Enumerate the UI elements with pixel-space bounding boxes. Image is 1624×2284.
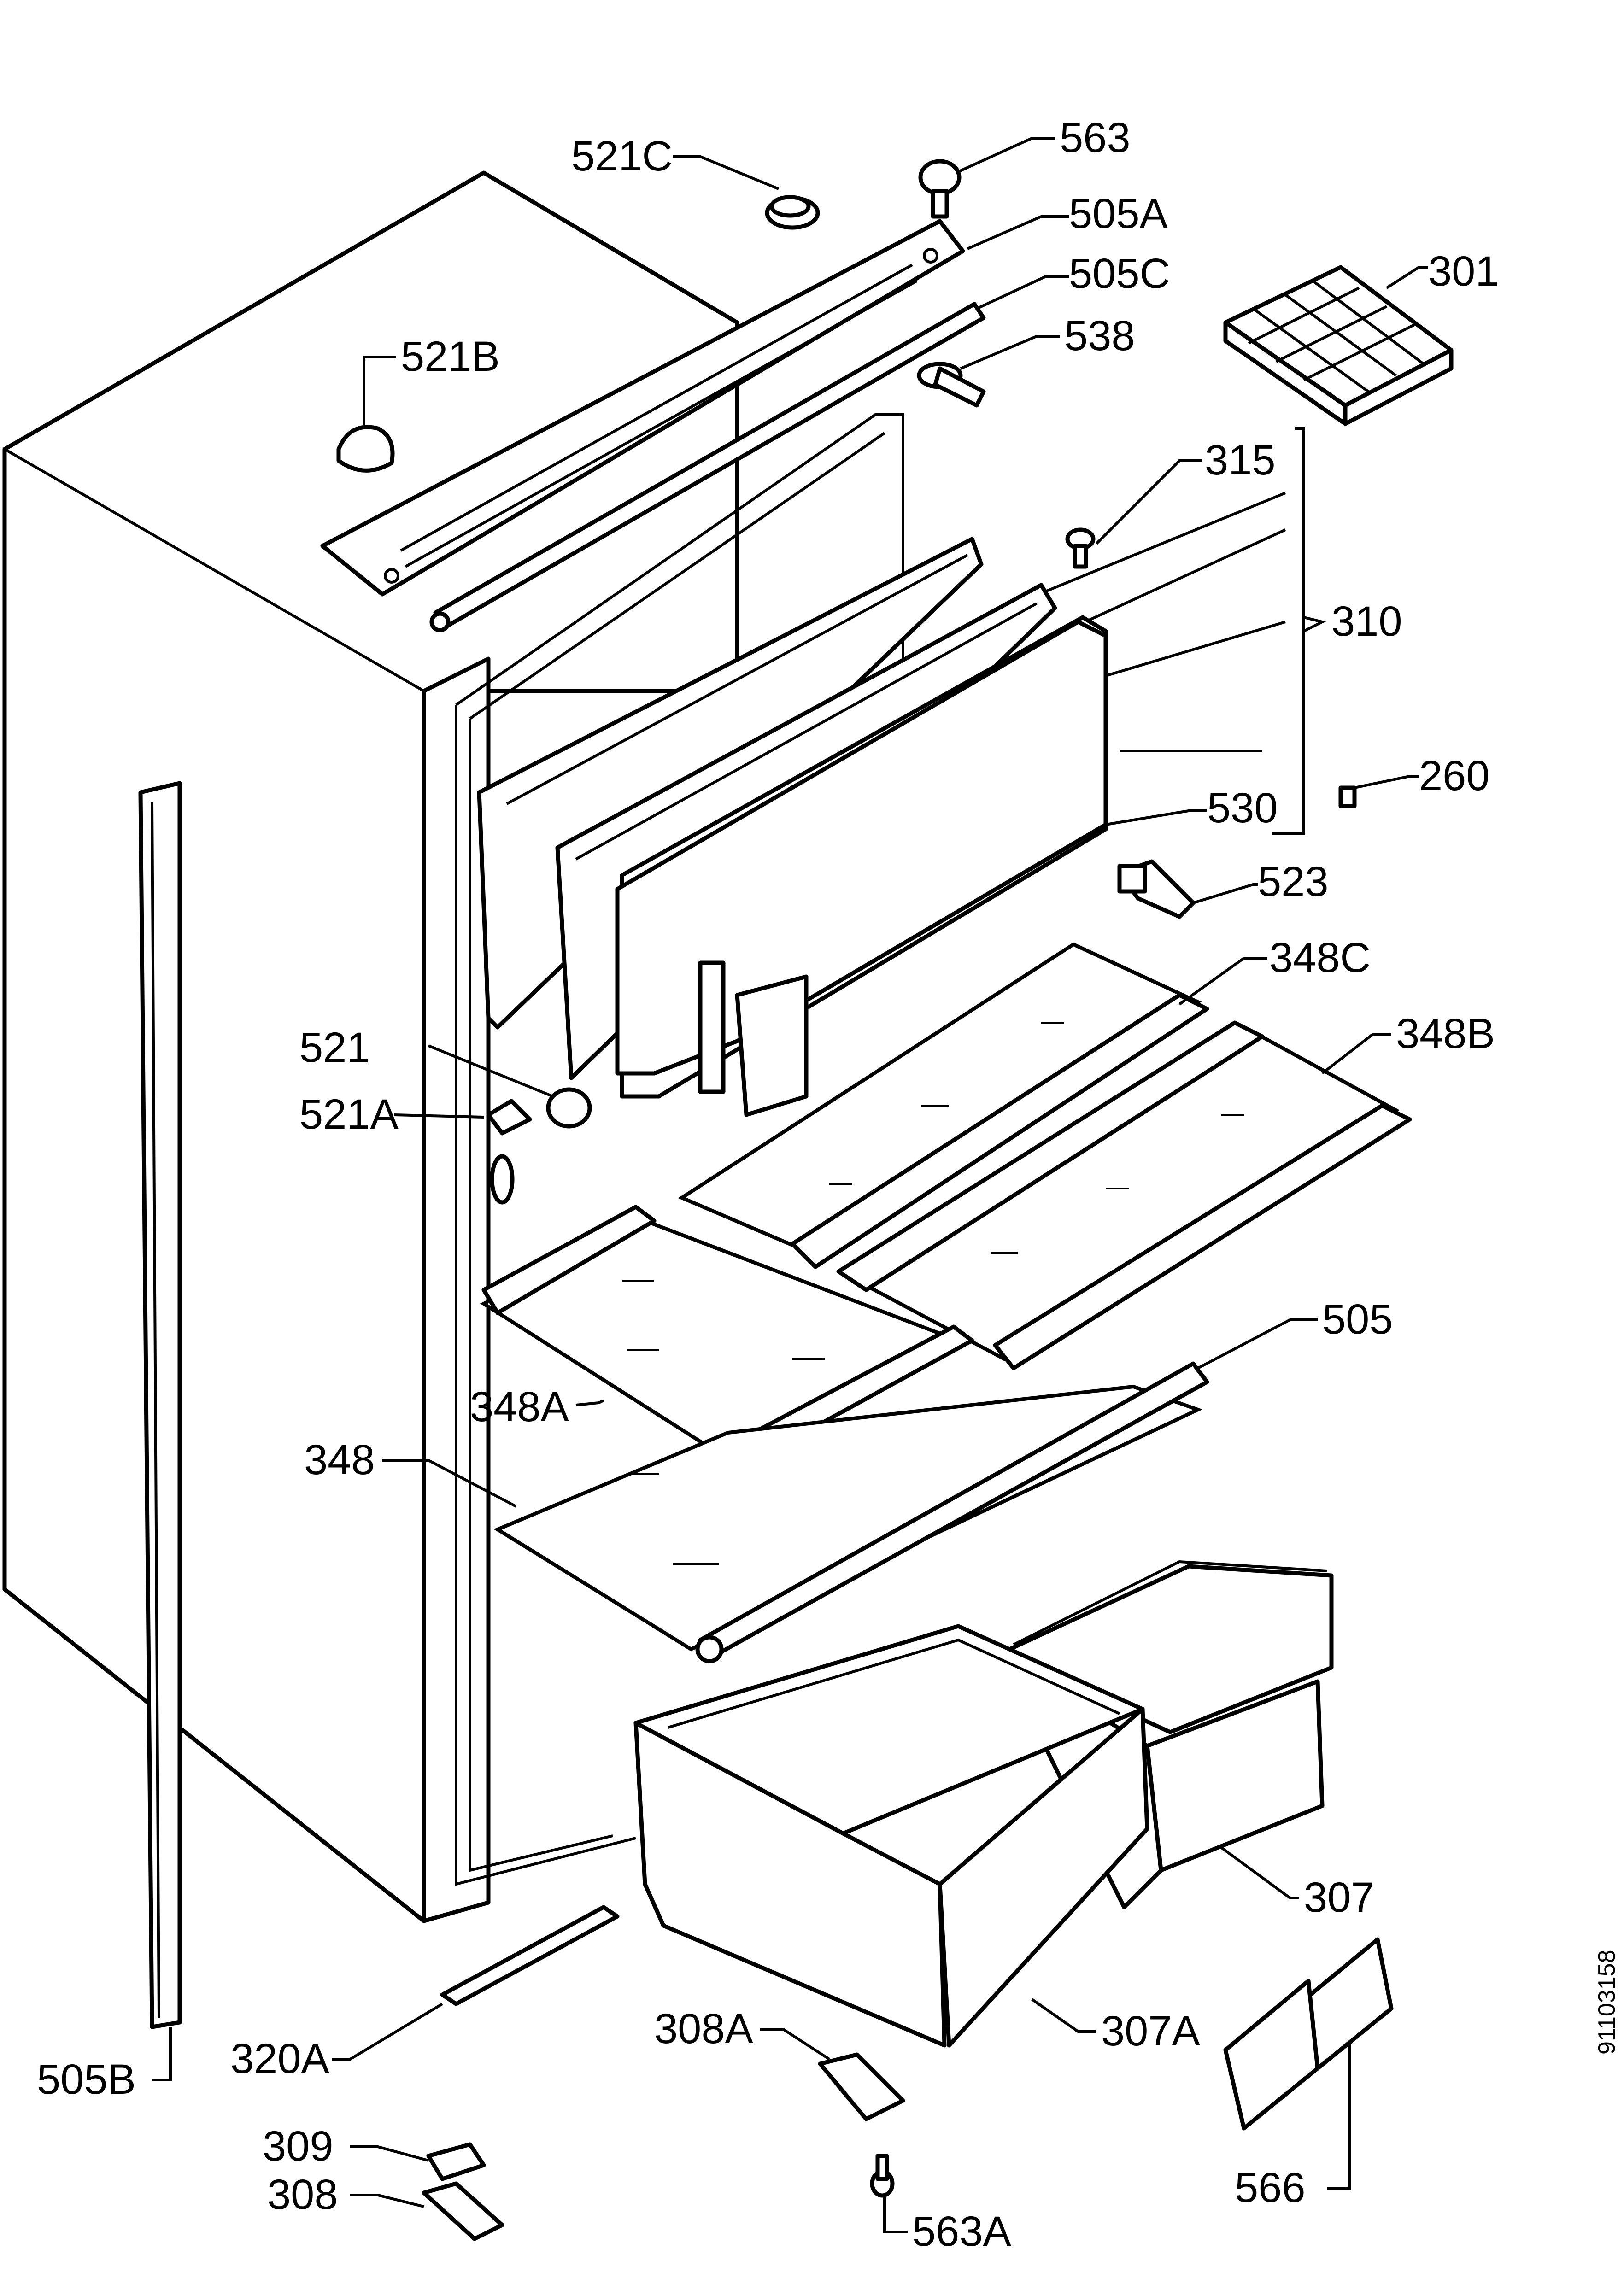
document-number: 91103158: [1594, 1950, 1620, 2055]
label-521A: 521A: [299, 1091, 399, 1138]
label-538: 538: [1064, 312, 1135, 359]
label-307A: 307A: [1101, 2008, 1200, 2055]
label-523: 523: [1258, 858, 1329, 905]
part-563A-screw: [870, 2154, 908, 2233]
label-308A: 308A: [654, 2005, 753, 2052]
callout-labels: 521C 563 505A 505C 301 521B 538 315 310 …: [37, 114, 1499, 2255]
label-315: 315: [1205, 437, 1276, 484]
label-320A: 320A: [230, 2035, 329, 2082]
part-320A-rail: [332, 1905, 620, 2061]
label-521: 521: [299, 1024, 370, 1071]
label-563: 563: [1060, 114, 1131, 161]
part-505A-top-trim: [320, 215, 1069, 597]
part-308-bracket: [350, 2181, 504, 2241]
label-521B: 521B: [401, 333, 500, 380]
label-566: 566: [1235, 2164, 1306, 2211]
part-523-holder: [1117, 859, 1258, 919]
part-521A-fastener: [393, 1099, 532, 1205]
part-563-screw: [918, 137, 1055, 219]
part-505C-top-seal: [429, 275, 1069, 632]
cabinet-body: [2, 170, 904, 1923]
part-307A-vegetable-crisper: [633, 1624, 1149, 2048]
label-505B: 505B: [37, 2056, 136, 2103]
part-566-ice-scraper: [1223, 1937, 1394, 2190]
part-505-seal-rail: [695, 1318, 1318, 1663]
label-308: 308: [267, 2171, 338, 2218]
label-309: 309: [263, 2123, 334, 2170]
label-505: 505: [1322, 1296, 1393, 1343]
label-260: 260: [1419, 752, 1490, 799]
part-348C-glass-shelf: [678, 942, 1267, 1269]
part-538-hinge: [917, 335, 1060, 408]
part-521C-cap: [673, 155, 820, 230]
label-521C: 521C: [571, 133, 673, 180]
part-521-knob: [428, 1044, 592, 1129]
part-260-clip: [1338, 775, 1419, 808]
label-563A: 563A: [912, 2208, 1011, 2255]
label-301: 301: [1428, 248, 1499, 295]
label-348C: 348C: [1269, 934, 1371, 981]
part-310-freezer-door-assembly-bracket: [1026, 427, 1326, 835]
part-348B-glass-shelf: [836, 1020, 1412, 1370]
label-348: 348: [304, 1436, 375, 1483]
part-308A-bracket: [760, 2028, 905, 2121]
part-521B-cap: [336, 356, 396, 473]
part-309-block: [350, 2142, 486, 2181]
part-315-screw: [1065, 459, 1202, 569]
label-505C: 505C: [1069, 250, 1170, 297]
label-530: 530: [1207, 785, 1278, 832]
part-301-ice-cube-tray: [1223, 265, 1454, 426]
label-307: 307: [1304, 1874, 1375, 1921]
freezer-door-frames: [477, 537, 1207, 1117]
label-348B: 348B: [1396, 1010, 1495, 1057]
part-505B-door-gasket-strip: [138, 781, 182, 2081]
label-310: 310: [1331, 598, 1402, 645]
label-505A: 505A: [1069, 190, 1168, 237]
label-348A: 348A: [470, 1383, 569, 1430]
